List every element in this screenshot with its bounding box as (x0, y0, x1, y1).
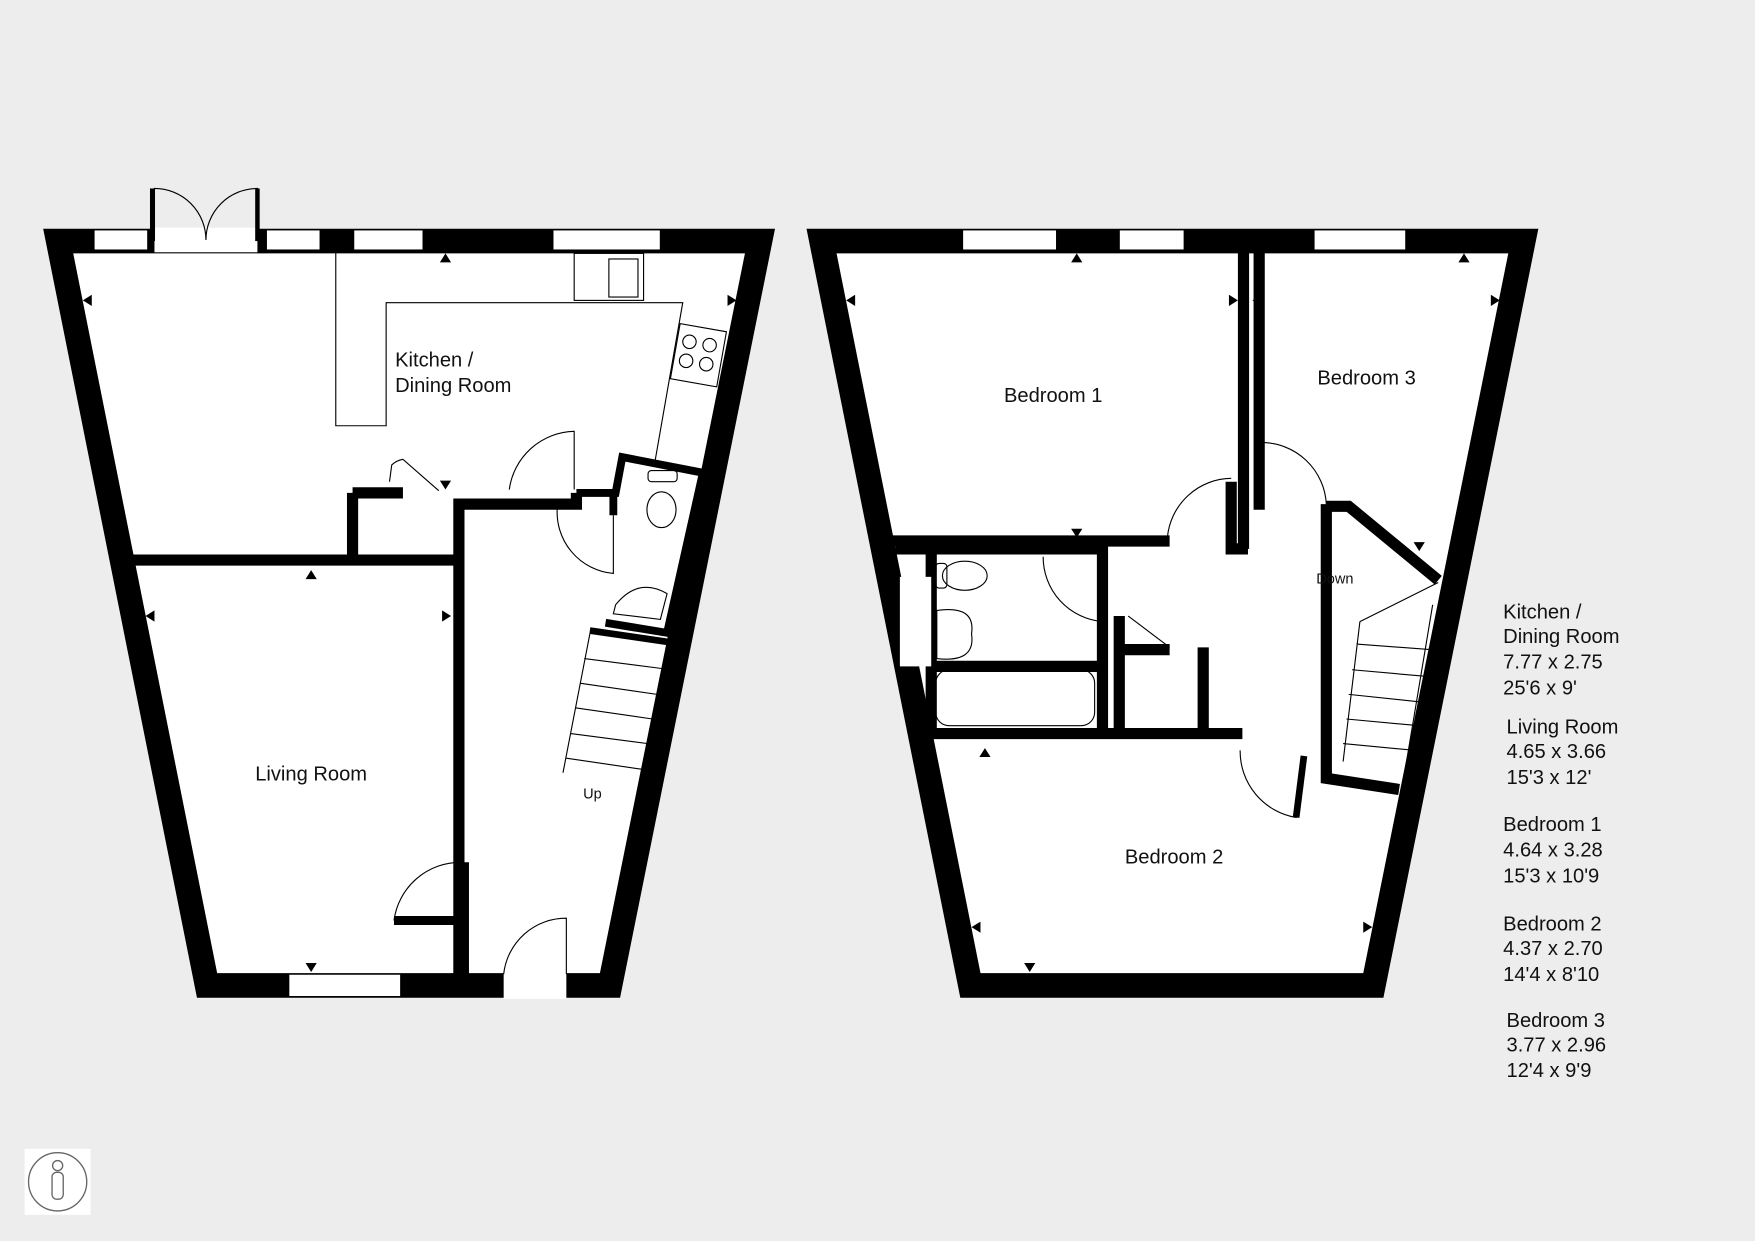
window (353, 229, 424, 251)
french-doors (153, 187, 258, 242)
room-label-bedroom-1: Bedroom 1 (1004, 385, 1102, 407)
ground-floor-area (58, 241, 760, 986)
sink-icon (573, 252, 645, 301)
room-label-living-room: Living Room (255, 764, 367, 786)
legend-name: Dining Room (1503, 626, 1619, 648)
bedroom1-door (1166, 477, 1232, 538)
cupboard-door (1127, 615, 1170, 648)
legend-metric: 4.37 x 2.70 (1503, 938, 1603, 960)
cupboard-door (388, 458, 440, 492)
legend-metric: 3.77 x 2.96 (1507, 1034, 1607, 1056)
legend-imperial: 14'4 x 8'10 (1503, 964, 1599, 986)
person-in-circle-icon (24, 1148, 91, 1215)
living-room-door (393, 861, 462, 921)
legend-name: Kitchen / (1503, 601, 1582, 623)
front-door-opening (503, 971, 567, 999)
bath (935, 669, 1096, 727)
legend-metric: 4.65 x 3.66 (1507, 741, 1607, 763)
legend-imperial: 12'4 x 9'9 (1507, 1060, 1592, 1082)
window (265, 229, 321, 251)
stair-walls (1320, 500, 1442, 796)
legend-name: Bedroom 1 (1503, 814, 1601, 836)
legend-imperial: 15'3 x 10'9 (1503, 865, 1599, 887)
bedroom2-door (1239, 750, 1305, 819)
interior-walls (132, 487, 583, 975)
room-label-kitchen: Kitchen / (395, 349, 474, 371)
toilet (646, 491, 677, 529)
measurement-arrows (82, 253, 737, 972)
window (288, 973, 402, 998)
window (552, 229, 661, 251)
toilet (941, 560, 988, 591)
wc-walls (576, 452, 708, 638)
first-floor-area (821, 241, 1524, 986)
stairs-up-label: Up (583, 786, 602, 802)
legend-metric: 7.77 x 2.75 (1503, 652, 1603, 674)
stairs-up (562, 627, 668, 785)
basin (936, 609, 973, 660)
hob-icon (669, 322, 728, 388)
wc-door (556, 506, 614, 575)
legend-name: Living Room (1507, 717, 1619, 739)
legend-name: Bedroom 2 (1503, 914, 1601, 936)
bathroom-door (1042, 556, 1103, 623)
room-label-kitchen-2: Dining Room (395, 375, 511, 397)
legend-imperial: 25'6 x 9' (1503, 677, 1577, 699)
room-label-bedroom-3: Bedroom 3 (1317, 367, 1415, 389)
legend-imperial: 15'3 x 12' (1507, 767, 1592, 789)
ground-floor-plan: Up Kitchen / Dining Room Living Room (43, 187, 776, 999)
first-outer-wall (806, 228, 1539, 998)
room-dimensions-legend: Kitchen / Dining Room 7.77 x 2.75 25'6 x… (1503, 601, 1619, 1082)
kitchen-counter (335, 252, 684, 463)
ground-outer-wall (43, 228, 776, 998)
bedroom-walls (889, 252, 1265, 555)
legend-metric: 4.64 x 3.28 (1503, 840, 1603, 862)
basin (612, 586, 668, 620)
window (93, 229, 149, 251)
stairs-down-label: Down (1316, 572, 1353, 588)
first-floor-plan: Down Bedroom 1 Bedroom 3 Bedroom 2 (806, 228, 1539, 998)
measurement-arrows (846, 253, 1500, 972)
room-label-bedroom-2: Bedroom 2 (1125, 846, 1223, 868)
legend-name: Bedroom 3 (1507, 1010, 1605, 1032)
kitchen-door (508, 430, 575, 490)
front-door (503, 917, 567, 975)
bedroom3-door (1261, 441, 1327, 505)
